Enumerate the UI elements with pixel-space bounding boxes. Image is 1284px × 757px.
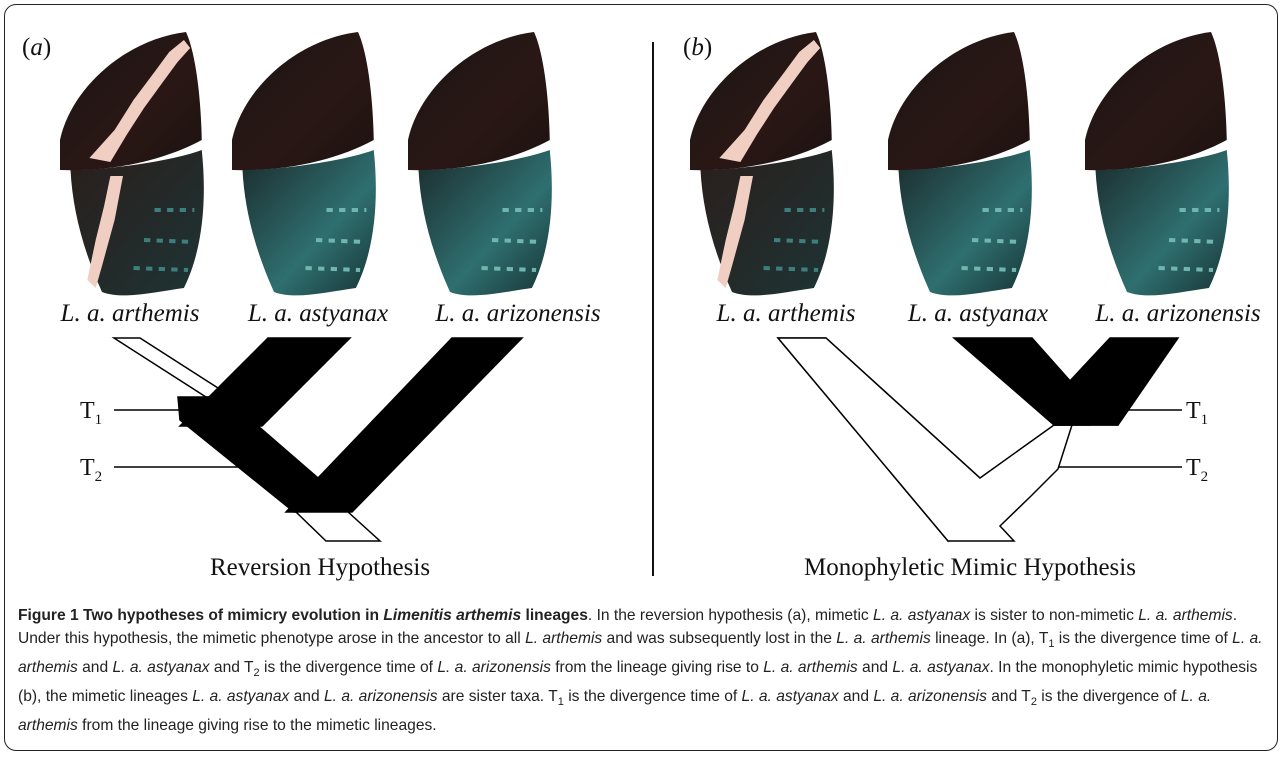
figure-caption: Figure 1 Two hypotheses of mimicry evolu… — [18, 604, 1268, 737]
t1-label-a: T1 — [80, 398, 102, 429]
t2-label-a: T2 — [80, 455, 102, 486]
hypothesis-title-a: Reversion Hypothesis — [210, 554, 430, 582]
tree-monophyletic — [778, 338, 1182, 541]
clade-black-b — [1040, 398, 1118, 425]
t1-label-b: T1 — [1186, 398, 1208, 429]
t2-label-b: T2 — [1186, 455, 1208, 486]
branch-arthemis-a — [114, 338, 232, 397]
root-white-a — [296, 512, 380, 541]
phylogeny-trees — [0, 0, 1284, 600]
tree-reversion — [114, 338, 522, 541]
hypothesis-title-b: Monophyletic Mimic Hypothesis — [804, 554, 1136, 582]
